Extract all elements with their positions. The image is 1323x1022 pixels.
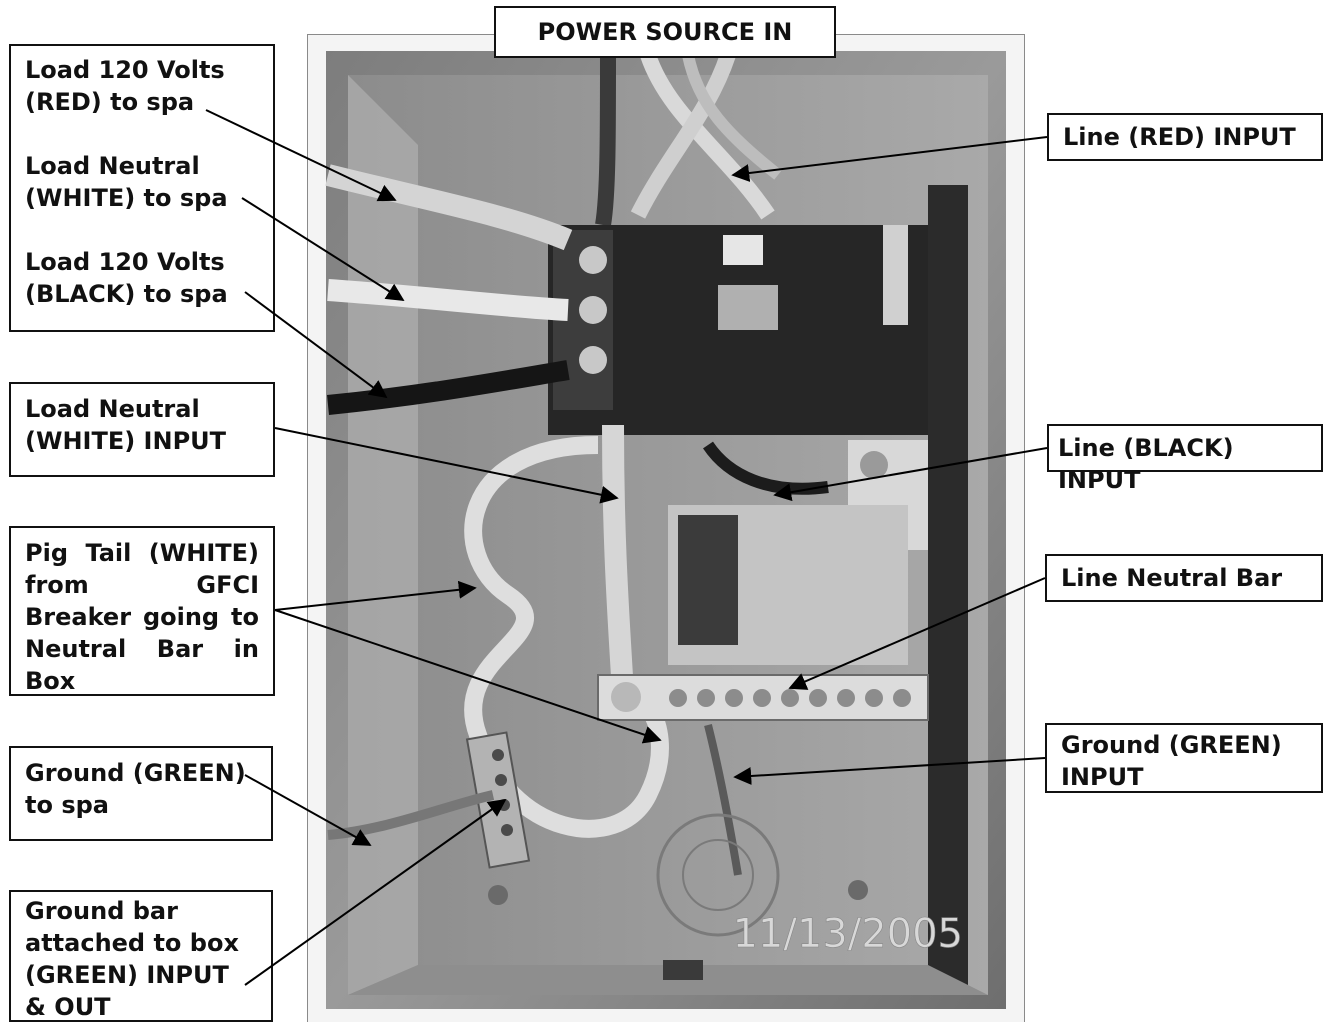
callout-box-ground-spa: Ground (GREEN) to spa xyxy=(9,746,273,841)
callout-box-line-neutral-bar: Line Neutral Bar xyxy=(1045,554,1323,602)
arrow-pig-tail-lower xyxy=(274,609,662,744)
wire-top-gray xyxy=(682,53,782,180)
callout-ground-green-spa: Ground (GREEN) to spa xyxy=(25,759,246,819)
wire-ground-input xyxy=(704,724,742,876)
arrow-ground-bar xyxy=(244,798,507,986)
diagram-title: POWER SOURCE IN xyxy=(494,6,836,58)
photo-frame: 11/13/2005 xyxy=(307,34,1025,1022)
callout-line-red-input: Line (RED) INPUT xyxy=(1063,123,1296,151)
breaker-sticker xyxy=(883,225,908,325)
gfci-box-photo: 11/13/2005 xyxy=(325,51,1006,1009)
callout-box-ground-input: Ground (GREEN) INPUT xyxy=(1045,723,1323,793)
arrow-ground-input xyxy=(733,757,1046,785)
wire-load-white xyxy=(327,279,569,321)
callout-line-neutral-bar: Line Neutral Bar xyxy=(1061,564,1283,592)
arrow-pig-tail-upper xyxy=(274,580,477,611)
arrow-ground-spa xyxy=(244,774,372,846)
wire-top-black xyxy=(595,54,616,227)
callout-box-pig-tail: Pig Tail (WHITE) from GFCI Breaker going… xyxy=(9,526,275,696)
callout-load-120v-red: Load 120 Volts (RED) to spa xyxy=(25,56,225,116)
callout-box-line-red: Line (RED) INPUT xyxy=(1047,113,1323,161)
callout-load-neutral-white-input: Load Neutral (WHITE) INPUT xyxy=(25,395,227,455)
callout-box-load-neutral-input: Load Neutral (WHITE) INPUT xyxy=(9,382,275,477)
callout-ground-bar: Ground bar attached to box (GREEN) INPUT… xyxy=(25,897,239,1021)
box-right-rail xyxy=(928,185,968,995)
mount-clip xyxy=(678,515,738,645)
breaker-label xyxy=(718,285,778,330)
arrow-line-black xyxy=(773,447,1048,502)
callout-load-neutral-white-spa: Load Neutral (WHITE) to spa xyxy=(25,152,228,212)
arrow-load-neutral-input xyxy=(274,427,619,504)
callout-box-line-black: Line (BLACK) INPUT xyxy=(1047,424,1323,494)
callout-ground-green-input: Ground (GREEN) INPUT xyxy=(1061,731,1282,791)
left-callout-group: Load 120 Volts (RED) to spa Load Neutral… xyxy=(9,44,275,332)
arrow-load-neutral-spa xyxy=(241,197,405,301)
arrow-load-120v-black xyxy=(244,291,388,399)
callout-box-ground-bar: Ground bar attached to box (GREEN) INPUT… xyxy=(9,890,273,1022)
wire-load-red xyxy=(325,164,573,251)
wire-pigtail xyxy=(464,436,669,838)
wire-top-white-1 xyxy=(640,52,775,220)
arrow-load-120v-red xyxy=(205,109,397,202)
callout-load-120v-black: Load 120 Volts (BLACK) to spa xyxy=(25,248,228,308)
wire-neutral-input xyxy=(602,424,634,696)
arrow-line-red xyxy=(731,136,1048,182)
test-button xyxy=(723,235,763,265)
wire-load-black xyxy=(327,360,570,415)
photo-timestamp: 11/13/2005 xyxy=(732,911,963,957)
callout-line-black-input: Line (BLACK) INPUT xyxy=(1058,434,1234,494)
callout-pig-tail: Pig Tail (WHITE) from GFCI Breaker going… xyxy=(25,539,259,695)
wire-top-white-2 xyxy=(630,52,736,219)
arrow-line-neutral-bar xyxy=(788,577,1046,690)
